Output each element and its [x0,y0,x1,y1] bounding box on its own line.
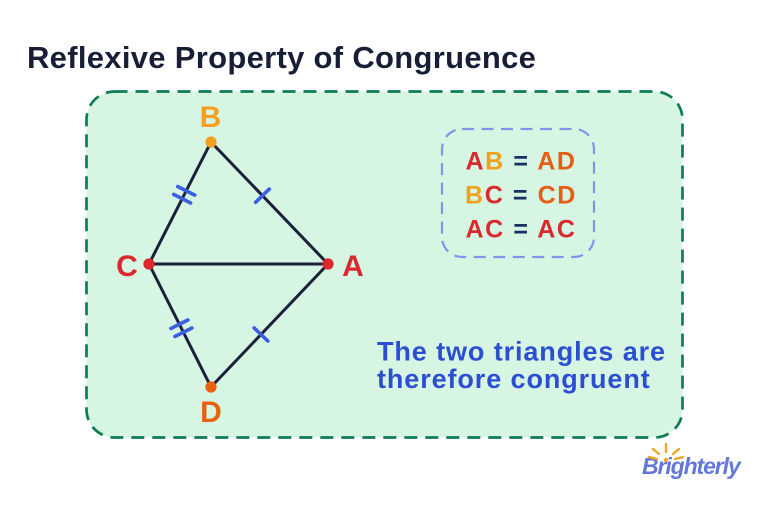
svg-text:C: C [116,250,138,283]
svg-text:AB = AD: AB = AD [466,148,577,176]
svg-text:A: A [342,250,364,283]
svg-text:Reflexive Property of Congruen: Reflexive Property of Congruence [27,40,536,75]
svg-text:D: D [200,396,222,429]
svg-text:therefore congruent: therefore congruent [377,364,651,394]
svg-text:The two triangles are: The two triangles are [377,337,666,367]
svg-text:BC = CD: BC = CD [465,182,577,210]
svg-text:Brighterly: Brighterly [642,453,742,479]
svg-text:AC = AC: AC = AC [466,216,577,244]
svg-text:B: B [200,101,222,134]
